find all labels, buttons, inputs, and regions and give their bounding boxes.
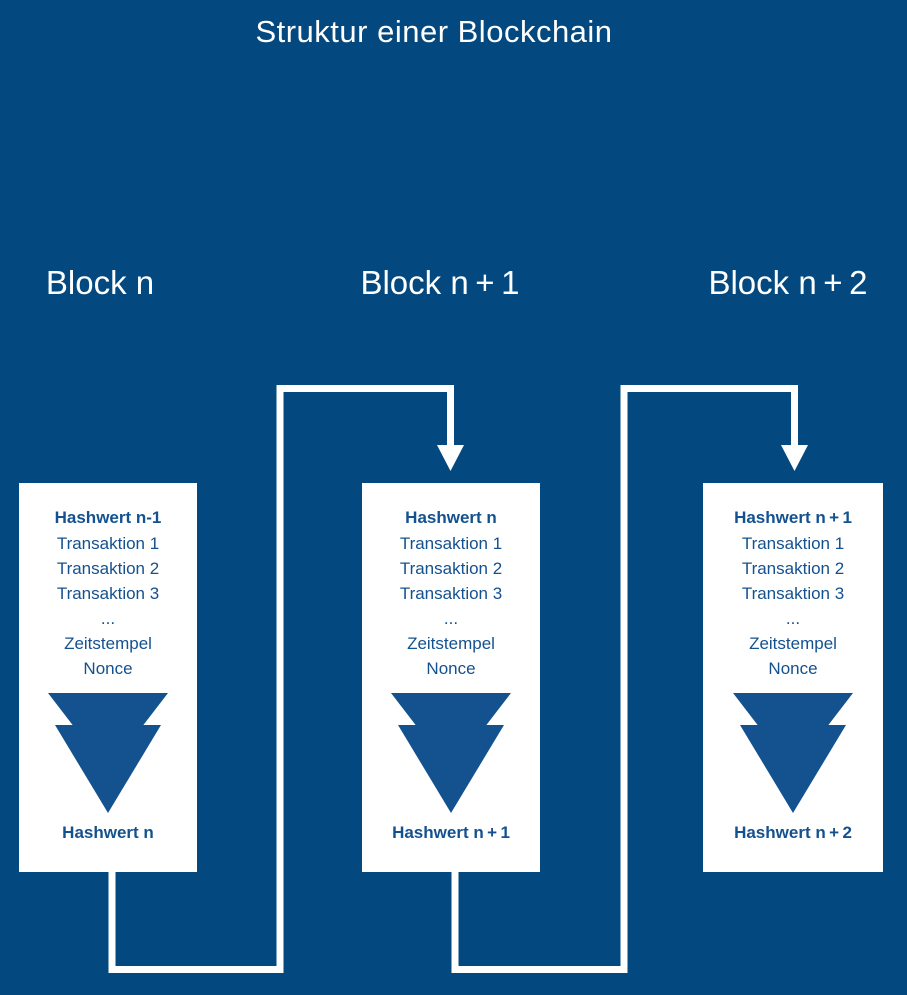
ellipsis: ... — [100, 609, 116, 628]
block-field: Transaktion 1 — [741, 534, 845, 553]
block-box-n-plus-1: Hashwert n Transaktion 1 Transaktion 2 T… — [362, 483, 540, 872]
hash-double-arrow-down-icon — [733, 693, 853, 813]
block-field: Zeitstempel — [64, 634, 152, 653]
block-field: Transaktion 1 — [399, 534, 503, 553]
block-field: Transaktion 3 — [399, 584, 503, 603]
block-footer: Hashwert n + 2 — [734, 823, 852, 842]
block-field: Nonce — [426, 659, 476, 678]
block-field: Transaktion 3 — [56, 584, 160, 603]
block-label-n-plus-2: Block n + 2 — [708, 264, 868, 301]
block-field: Nonce — [768, 659, 818, 678]
block-label-n: Block n — [45, 264, 155, 301]
block-field: Transaktion 2 — [741, 559, 845, 578]
connector-arrow-1 — [108, 385, 464, 973]
block-label-n-plus-1: Block n + 1 — [360, 264, 520, 301]
block-box-n: Hashwert n-1 Transaktion 1 Transaktion 2… — [19, 483, 197, 872]
block-field: Transaktion 1 — [56, 534, 160, 553]
block-header: Hashwert n — [405, 508, 497, 527]
block-field: Zeitstempel — [749, 634, 837, 653]
block-field: Transaktion 2 — [399, 559, 503, 578]
diagram-title: Struktur einer Blockchain — [255, 14, 613, 49]
block-footer: Hashwert n — [62, 823, 154, 842]
hash-double-arrow-down-icon — [48, 693, 168, 813]
block-header: Hashwert n + 1 — [734, 508, 852, 527]
ellipsis: ... — [785, 609, 801, 628]
block-field: Nonce — [83, 659, 133, 678]
block-field: Transaktion 3 — [741, 584, 845, 603]
block-field: Transaktion 2 — [56, 559, 160, 578]
block-box-n-plus-2: Hashwert n + 1 Transaktion 1 Transaktion… — [703, 483, 883, 872]
hash-double-arrow-down-icon — [391, 693, 511, 813]
ellipsis: ... — [443, 609, 459, 628]
block-header: Hashwert n-1 — [54, 508, 162, 527]
block-footer: Hashwert n + 1 — [392, 823, 510, 842]
block-field: Zeitstempel — [407, 634, 495, 653]
connector-arrow-2 — [451, 385, 808, 973]
